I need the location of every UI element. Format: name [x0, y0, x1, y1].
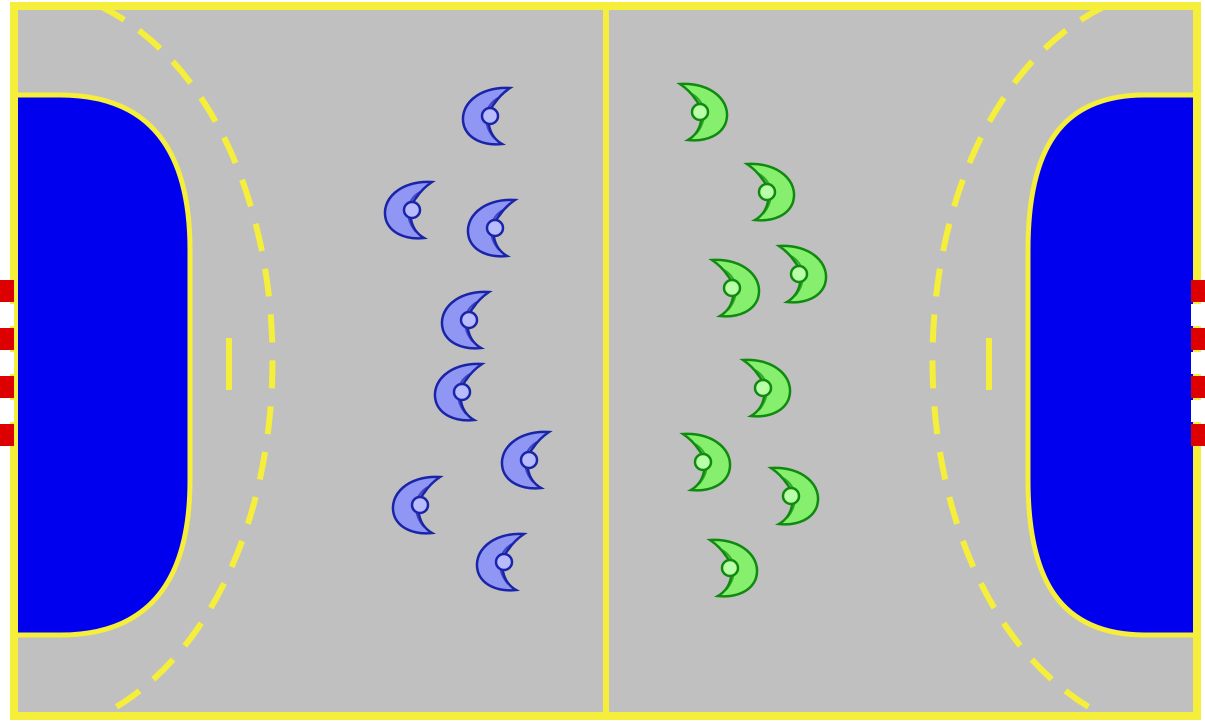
- goal-post-segment: [0, 352, 14, 374]
- player-marker: [775, 244, 828, 304]
- player-marker: [676, 82, 729, 142]
- player-marker: [466, 198, 519, 258]
- player-marker: [739, 358, 792, 418]
- goal-post-segment: [0, 424, 14, 446]
- player-marker: [743, 162, 796, 222]
- players-layer: [383, 82, 828, 598]
- player-marker: [461, 86, 514, 146]
- goal-post-segment: [1191, 424, 1205, 446]
- goal-post-segment: [1191, 352, 1205, 374]
- player-marker: [383, 180, 436, 240]
- goal-post-segment: [0, 376, 14, 398]
- left-goal: [0, 280, 14, 446]
- player-marker: [706, 538, 759, 598]
- goal-post-segment: [1191, 400, 1205, 422]
- goal-post-segment: [1191, 280, 1205, 302]
- right-goal: [1191, 280, 1205, 446]
- goal-post-segment: [0, 400, 14, 422]
- player-marker: [433, 362, 486, 422]
- player-marker: [679, 432, 732, 492]
- goal-post-segment: [0, 328, 14, 350]
- left-free-throw-line: [98, 6, 276, 716]
- player-marker: [708, 258, 761, 318]
- goal-post-segment: [1191, 304, 1205, 326]
- player-marker: [440, 290, 493, 350]
- goal-post-segment: [1191, 328, 1205, 350]
- player-marker: [500, 430, 553, 490]
- goal-post-segment: [0, 280, 14, 302]
- right-goal-area: [1025, 92, 1197, 638]
- goal-post-segment: [1191, 376, 1205, 398]
- player-marker: [475, 532, 528, 592]
- player-marker: [391, 475, 444, 535]
- court-markings: [14, 6, 1197, 716]
- left-goal-area: [14, 92, 193, 638]
- goal-post-segment: [0, 304, 14, 326]
- player-marker: [767, 466, 820, 526]
- right-free-throw-line: [929, 6, 1107, 716]
